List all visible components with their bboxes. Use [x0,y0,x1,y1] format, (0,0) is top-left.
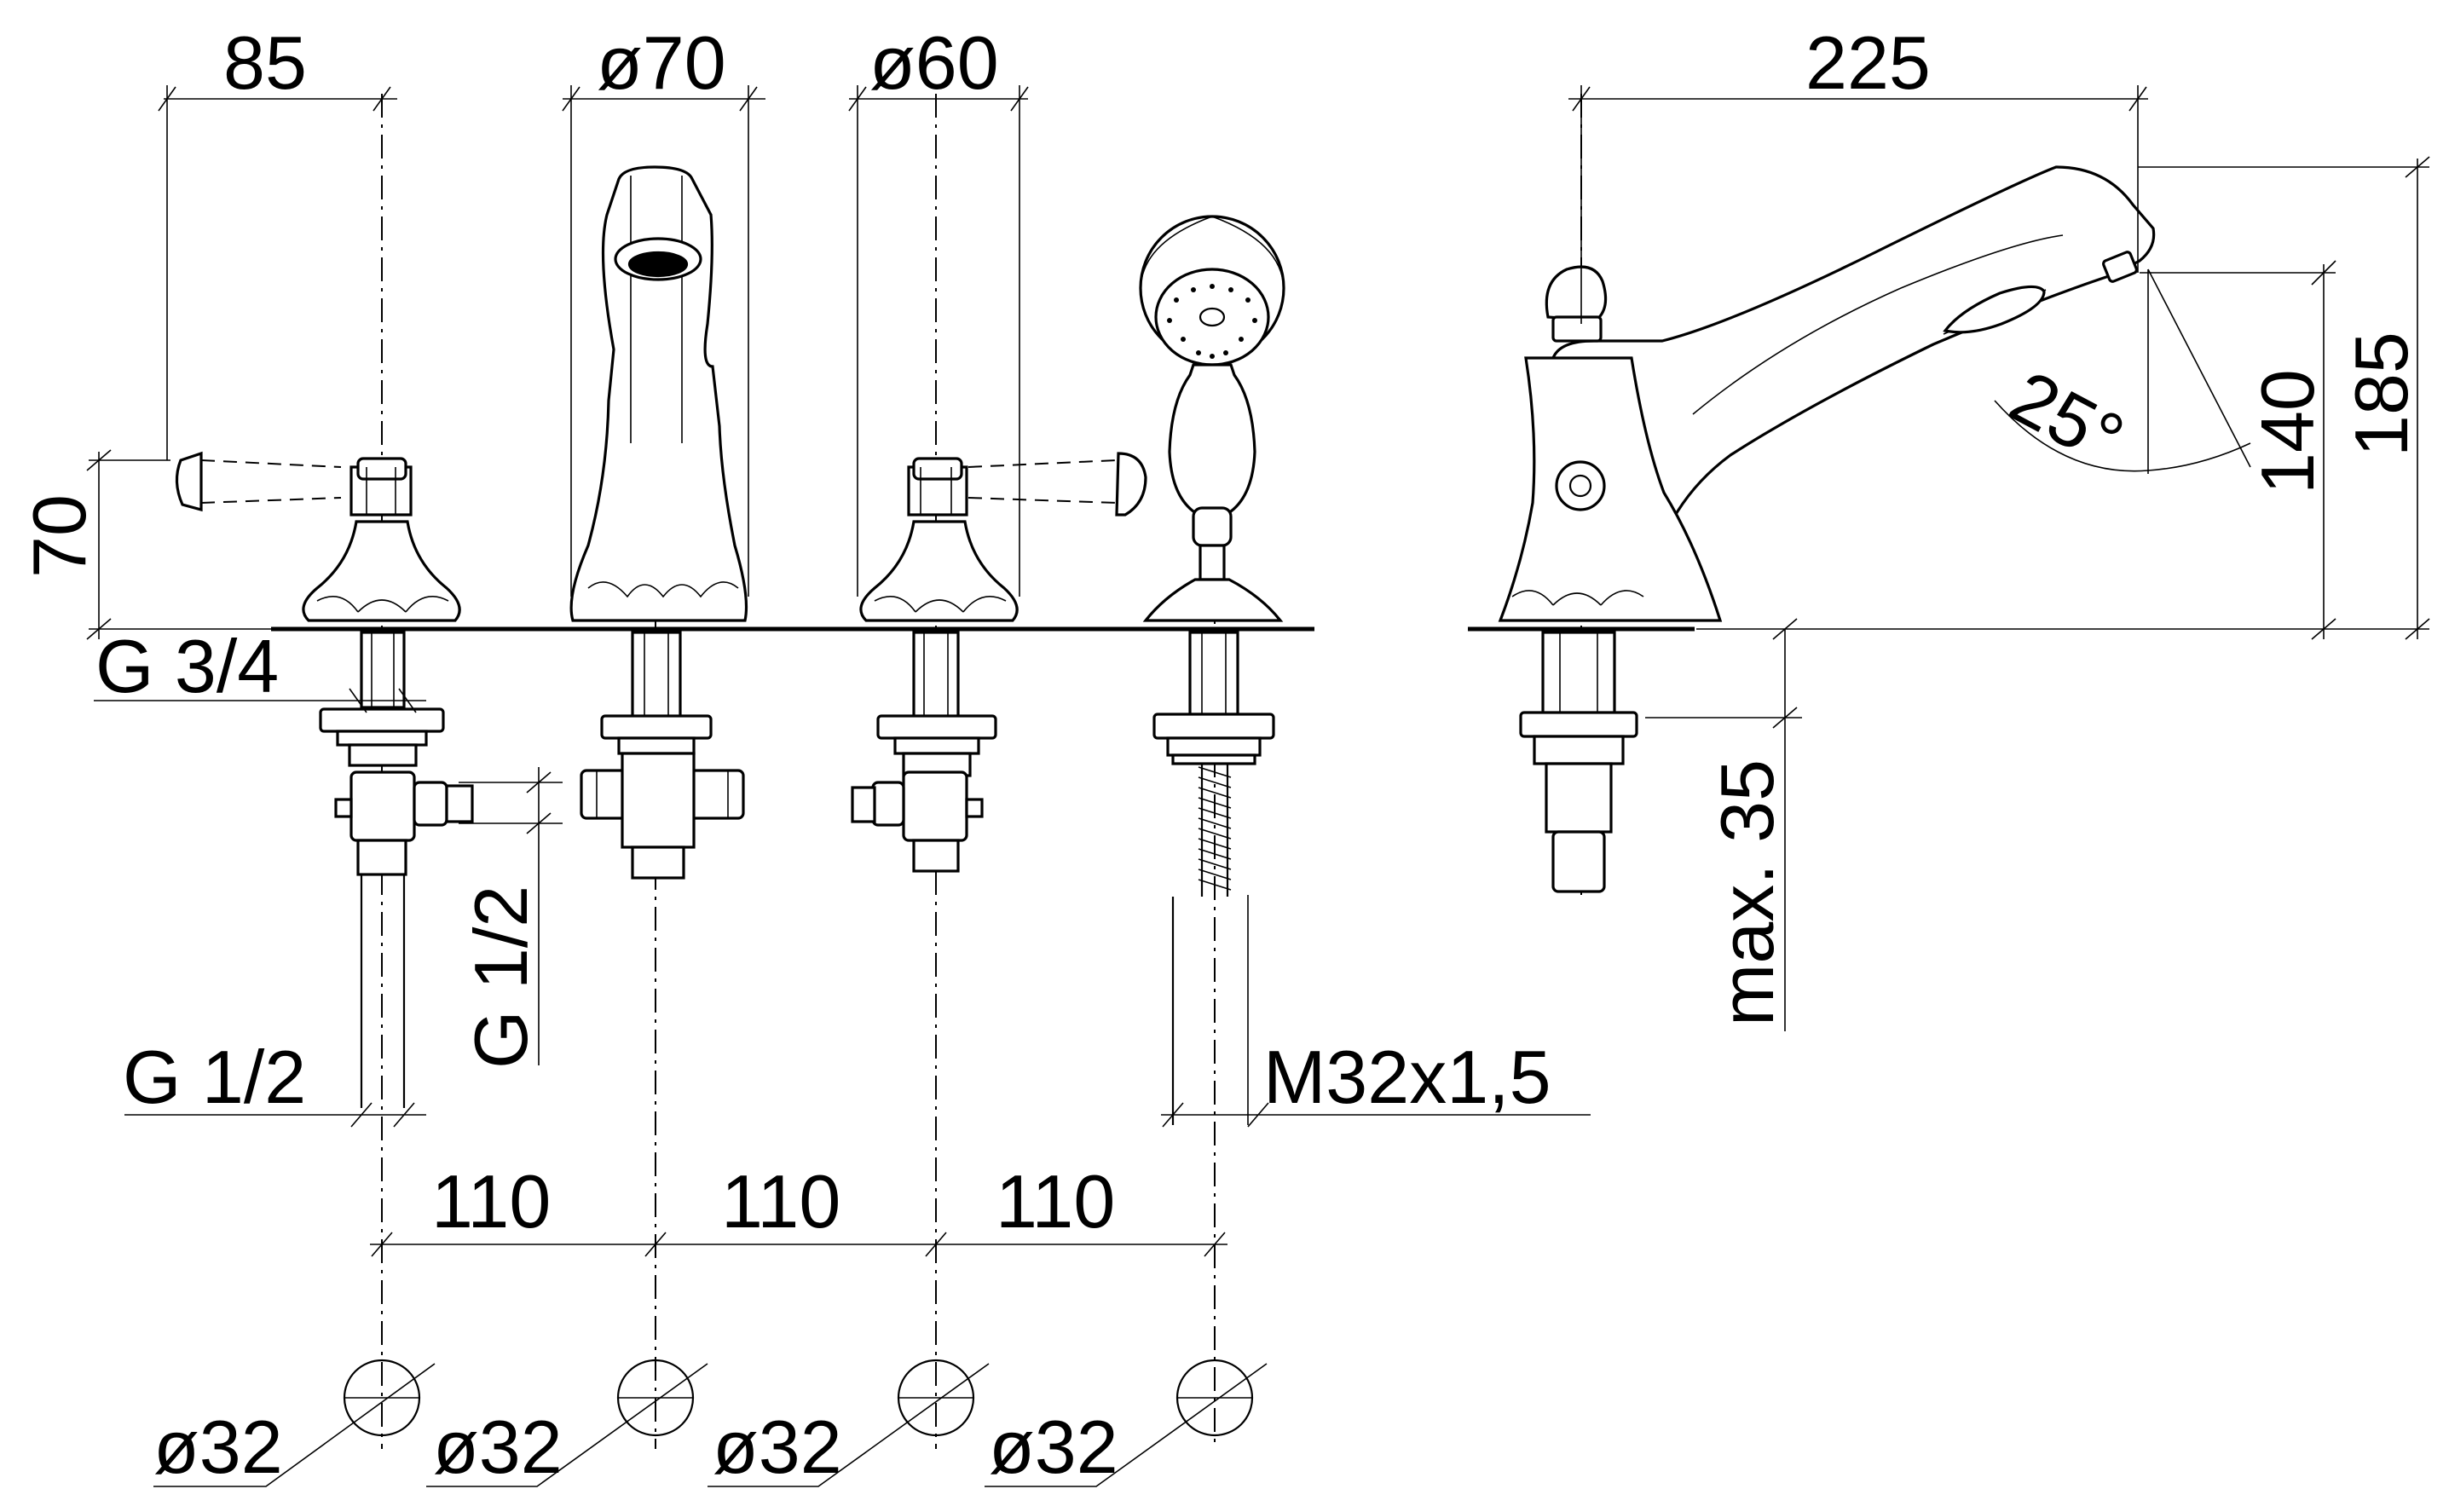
dim-140: 140 [2245,369,2330,494]
dim-angle: 25° [1997,354,2137,482]
dim-g12-pipe: G 1/2 [123,1035,306,1119]
dim-m32: M32x1,5 [1263,1035,1551,1119]
dim-hole-2: ø32 [433,1405,563,1489]
dim-max35: max. 35 [1705,759,1789,1026]
dim-spacing-2: 110 [721,1159,840,1244]
dim-225: 225 [1805,20,1931,105]
hand-shower [1139,215,1285,1125]
dim-hole-4: ø32 [989,1405,1118,1489]
dim-hole-3: ø32 [713,1405,842,1489]
dim-g12-connection: G 1/2 [459,886,543,1069]
dimension-lines [86,85,2430,1257]
dim-g34: G 3/4 [95,624,279,708]
dim-hole-1: ø32 [153,1405,283,1489]
dim-valve-diameter: ø60 [869,20,999,105]
center-spout [569,165,748,880]
mounting-holes [153,1359,1268,1487]
left-valve [175,451,474,1108]
center-lines [381,94,1582,1449]
dim-85: 85 [223,20,307,105]
right-valve [851,452,1147,873]
side-view [1498,165,2156,893]
dim-spacing-1: 110 [431,1159,551,1244]
dim-spout-diameter: ø70 [597,20,726,105]
dim-spacing-3: 110 [996,1159,1115,1244]
dim-70: 70 [17,494,101,578]
dim-185: 185 [2339,332,2423,457]
